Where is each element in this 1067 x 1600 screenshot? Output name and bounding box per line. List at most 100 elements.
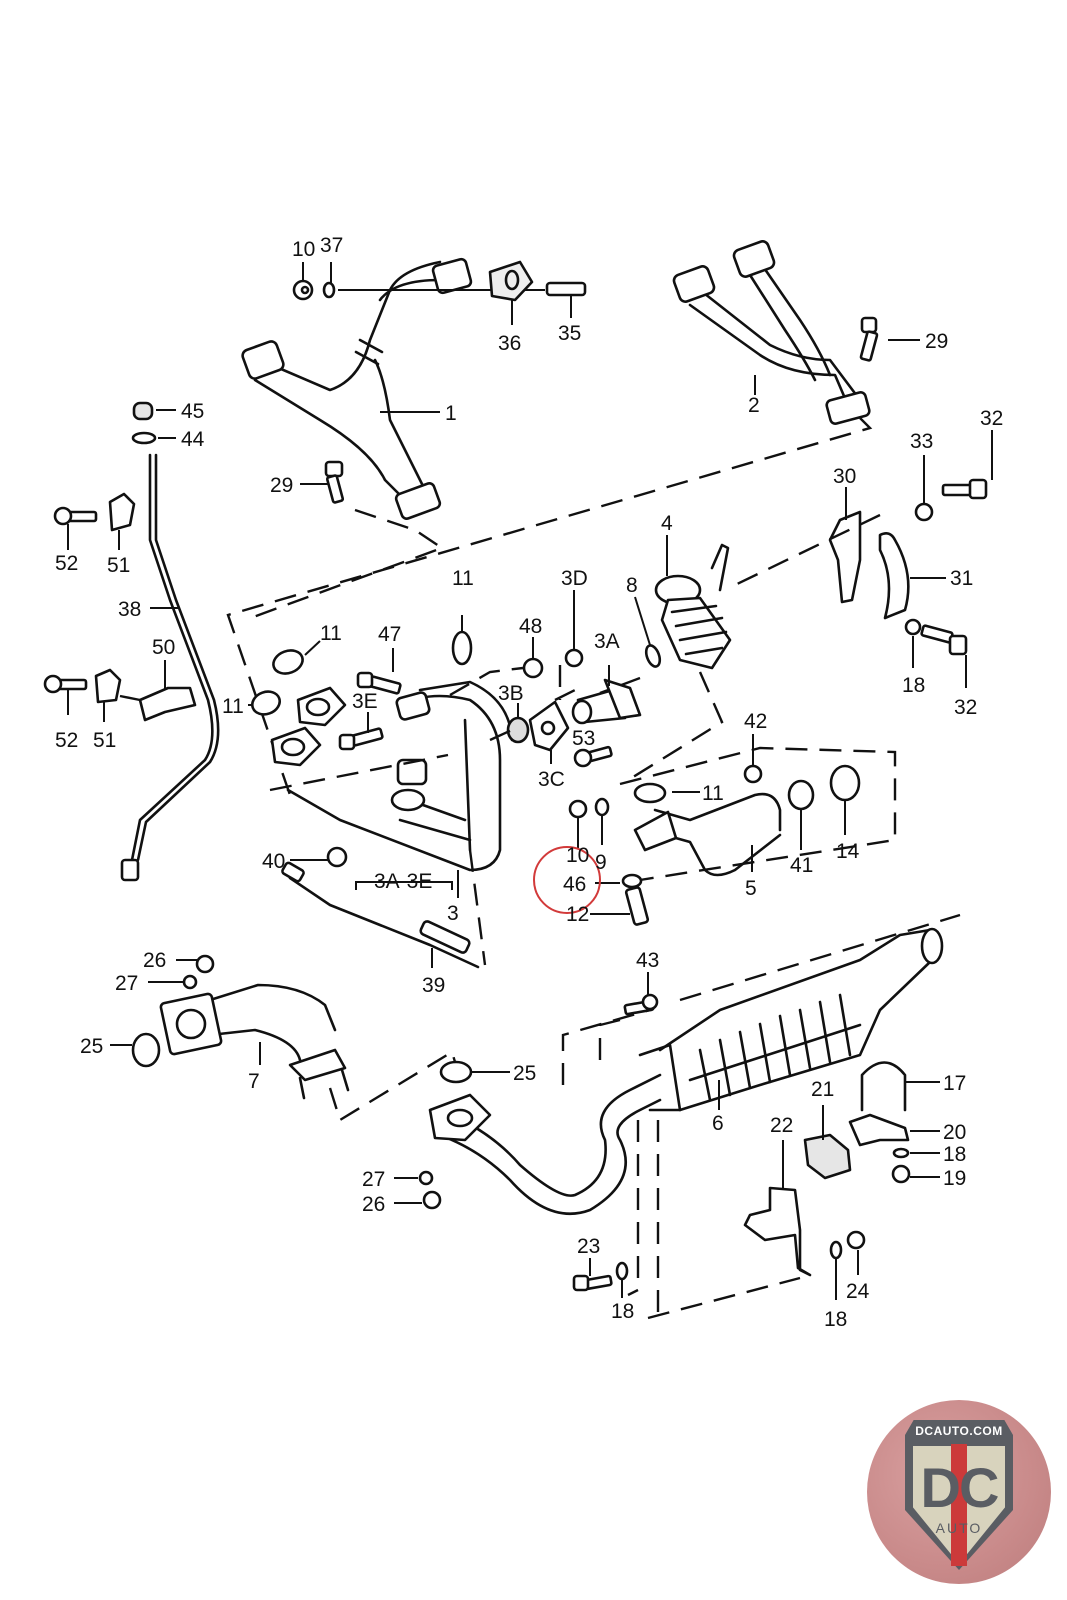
label-part-26-bottom: 26 xyxy=(362,1193,385,1216)
part-25-gasket-a xyxy=(131,1032,161,1068)
label-part-6: 6 xyxy=(712,1112,724,1135)
label-part-8: 8 xyxy=(626,574,638,597)
part-11-gasket-b xyxy=(251,690,281,716)
label-part-3a: 3A xyxy=(594,630,620,653)
part-38-sensor-lead xyxy=(120,453,220,882)
label-part-30: 30 xyxy=(833,465,856,488)
label-part-37: 37 xyxy=(320,234,343,257)
part-9-washer xyxy=(594,797,610,817)
part-37-washer xyxy=(322,281,336,299)
part-51-bracket-b xyxy=(94,668,122,704)
label-part-10: 10 xyxy=(292,238,315,261)
part-7-pipe xyxy=(159,983,350,1100)
label-part-33: 33 xyxy=(910,430,933,453)
logo-site-text: DCAUTO.COM xyxy=(915,1424,1003,1438)
label-part-44: 44 xyxy=(181,428,205,451)
label-part-25-right: 25 xyxy=(513,1062,536,1085)
part-36-gasket xyxy=(488,260,534,302)
logo-mark: DC xyxy=(920,1456,1000,1519)
part-42-nut xyxy=(743,764,763,784)
label-part-1: 1 xyxy=(445,402,457,425)
label-part-7: 7 xyxy=(248,1070,260,1093)
label-part-32-top: 32 xyxy=(980,407,1003,430)
label-part-24: 24 xyxy=(846,1280,870,1303)
part-46-washer xyxy=(621,873,643,889)
label-part-23: 23 xyxy=(577,1235,600,1258)
label-part-3c: 3C xyxy=(538,768,565,791)
label-part-48: 48 xyxy=(519,615,542,638)
part-50-bracket xyxy=(138,686,197,722)
label-part-3d: 3D xyxy=(561,567,588,590)
label-part-19: 19 xyxy=(943,1167,966,1190)
part-48-nut xyxy=(522,657,544,679)
part-18-washer-right xyxy=(904,618,922,636)
part-11-gasket-c xyxy=(451,630,473,666)
part-3a-pipe xyxy=(571,678,642,725)
part-32-bolt-top xyxy=(941,478,988,500)
label-part-26-top: 26 xyxy=(143,949,166,972)
label-part-50: 50 xyxy=(152,636,175,659)
part-10-nut-mid xyxy=(568,799,588,819)
part-47-bolt xyxy=(356,671,402,695)
label-part-11-left: 11 xyxy=(222,695,244,718)
part-11-gasket-d xyxy=(633,782,667,804)
part-18-washer-d xyxy=(829,1240,843,1260)
part-39-oxygen-sensor xyxy=(419,920,471,954)
label-part-53: 53 xyxy=(572,727,595,750)
part-25-gasket-b xyxy=(439,1060,473,1084)
label-part-9: 9 xyxy=(595,851,607,874)
part-17-u-bolt xyxy=(860,1061,907,1112)
label-part-22: 22 xyxy=(770,1114,793,1137)
part-26-nut-b xyxy=(422,1190,442,1210)
part-front-pipe xyxy=(428,1073,662,1215)
part-33-washer xyxy=(914,502,934,522)
label-part-11-upper: 11 xyxy=(320,622,342,645)
part-41-clamp xyxy=(787,779,815,811)
part-21-rubber-mount xyxy=(803,1133,852,1180)
part-3b-gasket xyxy=(506,716,530,744)
label-part-29-left: 29 xyxy=(270,474,293,497)
part-44-clip xyxy=(131,431,157,445)
part-4-flex-joint xyxy=(654,543,732,670)
label-part-10-mid: 10 xyxy=(566,844,589,867)
label-part-18-hanger: 18 xyxy=(943,1143,966,1166)
label-part-27-top: 27 xyxy=(115,972,138,995)
part-29-bolt-right xyxy=(859,316,879,362)
label-part-42: 42 xyxy=(744,710,767,733)
part-31-shield xyxy=(878,532,910,620)
part-51-bracket-a xyxy=(108,492,136,532)
part-29-bolt xyxy=(324,460,345,504)
label-part-52-bottom: 52 xyxy=(55,729,78,752)
label-part-35: 35 xyxy=(558,322,581,345)
label-part-5: 5 xyxy=(745,877,757,900)
part-23-bolt xyxy=(572,1274,613,1292)
part-40-nut xyxy=(326,846,348,868)
part-10-nut xyxy=(292,279,314,301)
part-52-bolt-a xyxy=(53,506,98,526)
logo-subtext: AUTO xyxy=(935,1520,983,1536)
part-24-nut xyxy=(846,1230,866,1250)
label-part-43: 43 xyxy=(636,949,659,972)
part-27-washer-b xyxy=(418,1170,434,1186)
part-3e-bolt xyxy=(338,727,384,751)
part-6-catalytic-converter xyxy=(638,927,944,1112)
part-3-flange-left xyxy=(270,686,347,767)
label-part-2: 2 xyxy=(748,394,760,417)
part-19-nut xyxy=(891,1164,911,1184)
label-part-51-bottom: 51 xyxy=(93,729,116,752)
part-53-bolt xyxy=(573,745,613,768)
part-26-nut-a xyxy=(195,954,215,974)
label-part-18-bottom-right: 18 xyxy=(824,1308,847,1331)
logo-stripe xyxy=(951,1444,967,1566)
part-20-bracket xyxy=(848,1113,910,1147)
part-27-washer-a xyxy=(182,974,198,990)
part-5-pipe xyxy=(633,792,782,877)
part-30-bracket xyxy=(828,510,862,604)
part-18-washer-c xyxy=(615,1261,629,1281)
label-part-11-top: 11 xyxy=(452,567,474,590)
label-part-47: 47 xyxy=(378,623,401,646)
part-14-clamp xyxy=(829,764,861,802)
label-part-36: 36 xyxy=(498,332,521,355)
part-11-gasket-a xyxy=(272,649,304,675)
